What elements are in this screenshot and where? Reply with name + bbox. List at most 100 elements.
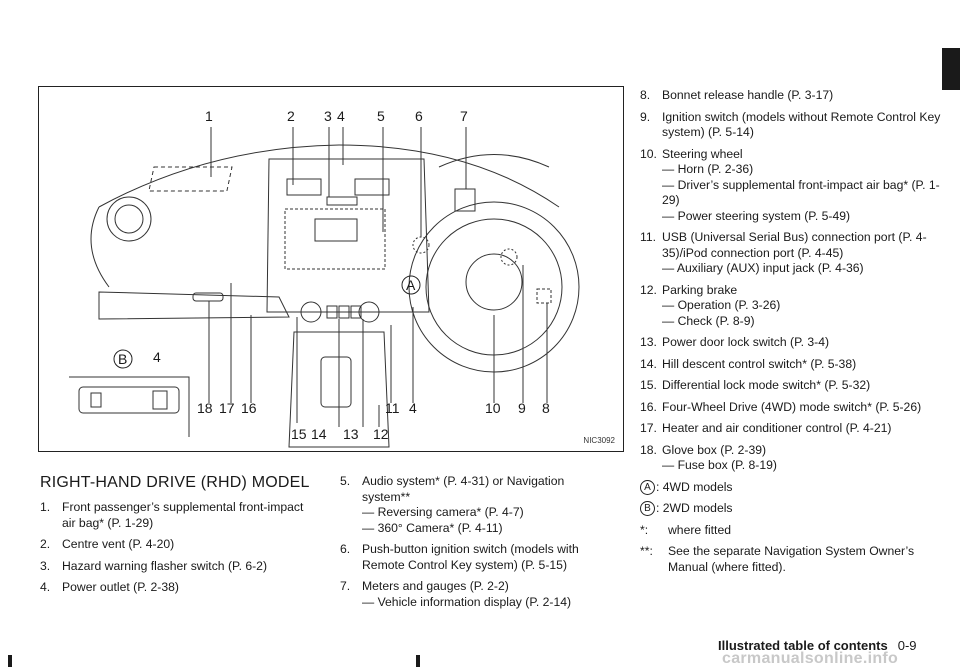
legend-item: 16. Four-Wheel Drive (4WD) mode switch* (…	[640, 400, 945, 416]
callout-10: 10	[485, 400, 501, 416]
legend-note: **: See the separate Navigation System Ow…	[640, 544, 945, 575]
legend-item-text: — 360° Camera* (P. 4-11)	[362, 520, 503, 535]
legend-item-text: Hazard warning flasher switch (P. 6-2)	[62, 558, 268, 573]
legend-column-3: 8. Bonnet release handle (P. 3-17) 9.Ignit…	[640, 88, 945, 581]
section-heading: RIGHT-HAND DRIVE (RHD) MODEL	[40, 474, 310, 491]
legend-item-number: 1.	[40, 500, 51, 514]
legend-item-number: 14.	[640, 356, 657, 371]
legend-column-1: 1. Front passenger’s supplemental front-i…	[40, 500, 310, 602]
legend-item: 15. Differential lock mode switch* (P. 5-…	[640, 378, 945, 394]
callout-11: 11	[385, 400, 400, 416]
note-key: **:	[640, 544, 653, 558]
legend-item-number: 7.	[340, 579, 351, 593]
legend-item-number: 6.	[340, 542, 351, 556]
callout-B: B	[118, 351, 127, 367]
legend-item: 9.Ignition switch (models without Remote…	[640, 110, 945, 141]
legend-item-text: — Power steering system (P. 5-49)	[662, 208, 851, 223]
figure-callout-labels: 1 2 3 4 5 6 7 A B 4 18 17 16 15 14 13 12…	[113, 108, 550, 442]
legend-item: 5. Audio system* (P. 4-31) or Navigation …	[340, 474, 590, 536]
page-number: 0-9	[897, 638, 917, 653]
circled-key: A	[640, 479, 655, 495]
legend-item: 11. USB (Universal Serial Bus) connection…	[640, 230, 945, 277]
callout-A: A	[406, 277, 416, 293]
callout-4: 4	[337, 108, 345, 124]
callout-4-right: 4	[409, 400, 417, 416]
legend-item-text: Power outlet (P. 2-38)	[62, 580, 179, 594]
legend-item-number: 9.	[640, 109, 651, 124]
callout-2: 2	[287, 108, 295, 124]
crop-mark-center	[416, 655, 420, 667]
legend-item: 14. Hill descent control switch* (P. 5-38…	[640, 357, 945, 373]
callout-16: 16	[241, 400, 257, 416]
legend-item-number: 15.	[640, 378, 657, 392]
legend-item: 18.Glove box (P. 2-39)— Fuse box (P. 8-1…	[640, 443, 945, 474]
callout-3: 3	[324, 108, 332, 124]
callout-14: 14	[311, 426, 327, 442]
note-key: *:	[640, 522, 649, 537]
callout-9: 9	[518, 400, 526, 416]
legend-item: 17.Heater and air conditioner control (P…	[640, 421, 945, 437]
watermark: carmanualsonline.info	[722, 650, 899, 667]
legend-item-text: USB (Universal Serial Bus) connection po…	[662, 230, 927, 260]
legend-item-text: — Horn (P. 2-36)	[662, 162, 754, 176]
legend-item-text: — Check (P. 8-9)	[662, 313, 755, 328]
dashboard-illustration: 1 2 3 4 5 6 7 A B 4 18 17 16 15 14 13 12…	[38, 86, 624, 452]
legend-item-text: Push-button ignition switch (models with…	[362, 542, 579, 572]
callout-7: 7	[460, 108, 468, 124]
legend-item: 7. Meters and gauges (P. 2-2)— Vehicle in…	[340, 579, 590, 610]
note-text: See the separate Navigation System Owner…	[668, 544, 915, 574]
legend-item-text: Parking brake	[662, 282, 738, 297]
legend-items-8-18: 8. Bonnet release handle (P. 3-17) 9.Ignit…	[640, 88, 945, 474]
legend-item-number: 13.	[640, 335, 657, 349]
legend-item-text: Steering wheel	[662, 146, 743, 161]
callout-1: 1	[205, 108, 213, 124]
legend-item: 6. Push-button ignition switch (models wi…	[340, 542, 590, 573]
crop-mark-left	[8, 655, 12, 667]
legend-column-2: 5. Audio system* (P. 4-31) or Navigation …	[340, 474, 590, 616]
legend-item: 2.Centre vent (P. 4-20)	[40, 537, 310, 553]
legend-item-text: — Vehicle information display (P. 2-14)	[362, 594, 572, 609]
footer-section-title: Illustrated table of contents	[718, 638, 888, 653]
legend-item-text: Meters and gauges (P. 2-2)	[362, 579, 509, 593]
legend-item-number: 8.	[640, 88, 651, 102]
legend-item-number: 17.	[640, 421, 657, 435]
legend-item-text: Audio system* (P. 4-31) or Navigation sy…	[362, 474, 565, 504]
legend-item: 1. Front passenger’s supplemental front-i…	[40, 500, 310, 531]
legend-item-text: — Auxiliary (AUX) input jack (P. 4-36)	[662, 261, 864, 275]
legend-item-number: 3.	[40, 558, 51, 573]
callout-13: 13	[343, 426, 359, 442]
note-text: where fitted	[668, 522, 732, 537]
legend-item: 4. Power outlet (P. 2-38)	[40, 580, 310, 596]
legend-note: B: 2WD models	[640, 501, 945, 517]
legend-item-text: Hill descent control switch* (P. 5-38)	[662, 356, 857, 371]
circled-key: B	[640, 501, 655, 516]
callout-6: 6	[415, 108, 423, 124]
legend-item-text: Differential lock mode switch* (P. 5-32)	[662, 378, 871, 392]
callout-18: 18	[197, 400, 213, 416]
legend-item-text: — Reversing camera* (P. 4-7)	[362, 505, 524, 519]
legend-item-text: Power door lock switch (P. 3-4)	[662, 335, 830, 349]
dashboard-drawing: 1 2 3 4 5 6 7 A B 4 18 17 16 15 14 13 12…	[69, 108, 580, 448]
callout-8: 8	[542, 400, 550, 416]
legend-item-text: Bonnet release handle (P. 3-17)	[662, 88, 834, 102]
legend-item-number: 12.	[640, 282, 657, 297]
legend-item: 12. Parking brake— Operation (P. 3-26)— C…	[640, 283, 945, 330]
note-text: : 4WD models	[656, 479, 733, 494]
callout-17: 17	[219, 400, 235, 416]
legend-item: 13. Power door lock switch (P. 3-4)	[640, 335, 945, 351]
legend-item-text: Four-Wheel Drive (4WD) mode switch* (P. …	[662, 399, 922, 414]
callout-15: 15	[291, 426, 307, 442]
legend-item: 10.Steering wheel— Horn (P. 2-36)— Drive…	[640, 147, 945, 225]
legend-item: 3. Hazard warning flasher switch (P. 6-2)	[40, 559, 310, 575]
legend-item-text: Front passenger’s supplemental front-imp…	[62, 500, 304, 530]
note-text: : 2WD models	[656, 501, 733, 515]
legend-item-number: 11.	[640, 230, 657, 244]
legend-item-number: 5.	[340, 474, 351, 488]
legend-item-number: 4.	[40, 580, 51, 594]
legend-item-number: 16.	[640, 399, 657, 414]
legend-item-number: 10.	[640, 146, 657, 161]
legend-item-text: — Operation (P. 3-26)	[662, 298, 781, 312]
callout-4-inset: 4	[153, 349, 161, 365]
section-tab-marker	[942, 48, 960, 90]
